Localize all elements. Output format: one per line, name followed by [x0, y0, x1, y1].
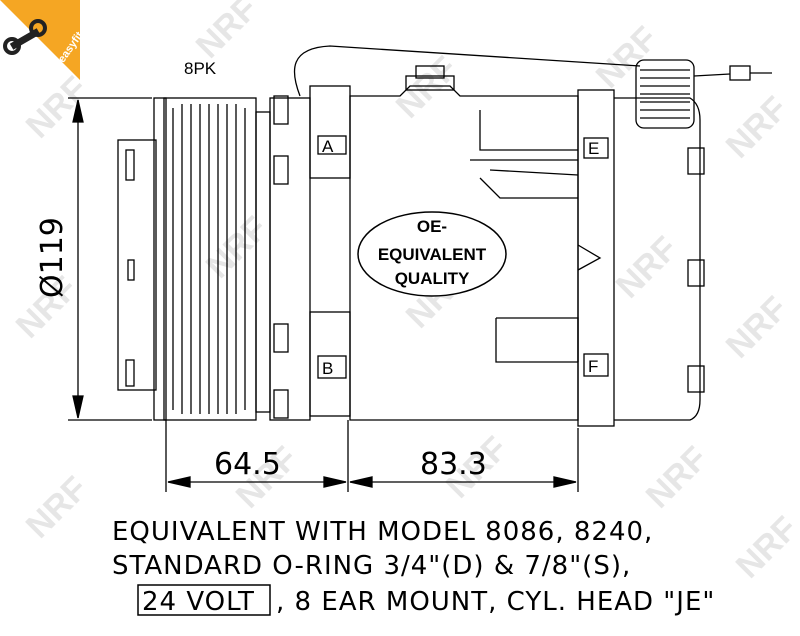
belt-label: 8PK — [184, 59, 217, 78]
watermark-text: NRF — [609, 229, 685, 305]
watermark-text: NRF — [199, 209, 275, 285]
watermark-text: NRF — [719, 89, 795, 165]
watermark-text: NRF — [639, 439, 715, 515]
dim-left-label: 64.5 — [214, 447, 281, 482]
port-label-f: F — [588, 357, 598, 376]
watermark-text: NRF — [729, 509, 800, 585]
clutch-coil — [293, 45, 772, 129]
port-label-e: E — [588, 139, 599, 158]
wrench-icon — [3, 19, 47, 55]
diameter-label: Ø119 — [35, 217, 70, 298]
pulley — [117, 97, 271, 421]
quality-badge-line2: EQUIVALENT — [378, 245, 487, 264]
easyfit-logo: easyfit — [0, 0, 86, 80]
port-label-a: A — [322, 137, 334, 156]
watermark-text: NRF — [719, 289, 795, 365]
dim-right-label: 83.3 — [420, 447, 487, 482]
watermark-text: NRF — [19, 69, 95, 145]
watermark-text: NRF — [589, 19, 665, 95]
voltage-label: 24 VOLT — [142, 587, 255, 617]
diameter-dimension — [68, 97, 152, 421]
note-line1: EQUIVALENT WITH MODEL 8086, 8240, — [112, 517, 653, 547]
port-label-b: B — [322, 359, 333, 378]
quality-badge-line1: OE- — [417, 217, 447, 236]
note-line2: STANDARD O-RING 3/4"(D) & 7/8"(S), — [112, 551, 631, 581]
note-line3: , 8 EAR MOUNT, CYL. HEAD "JE" — [276, 587, 715, 617]
watermark-text: NRF — [19, 469, 95, 545]
voltage-box — [137, 584, 271, 616]
quality-badge-line3: QUALITY — [395, 269, 470, 288]
quality-badge: OE- EQUIVALENT QUALITY — [357, 211, 507, 297]
length-dimensions — [165, 420, 579, 492]
watermark-text: NRF — [189, 0, 265, 66]
compressor-body — [269, 65, 705, 427]
